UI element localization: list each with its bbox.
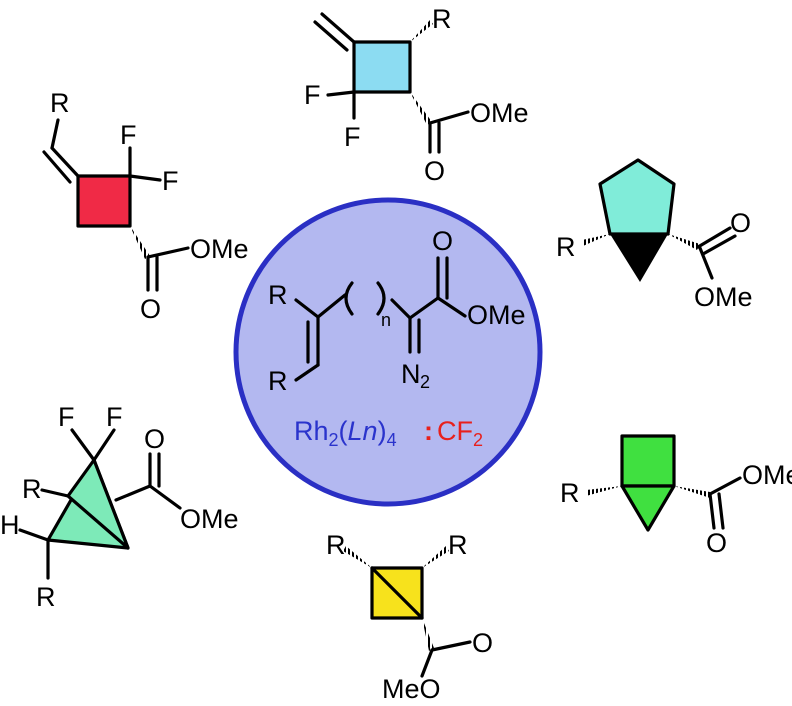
product-bicyclopentane-green: R OMe O: [560, 434, 792, 558]
rhodium-catalyst: Rh2(Ln)4: [294, 416, 397, 450]
top-left-carbonyl-oxygen: O: [140, 294, 161, 324]
carbonyl-oxygen: O: [432, 226, 453, 256]
top-ester-methoxy: OMe: [470, 98, 529, 128]
left-lower-carbonyl-oxygen: O: [144, 424, 165, 454]
left-lower-r-1: R: [22, 474, 42, 504]
left-lower-hydrogen: H: [0, 510, 20, 540]
cyclobutane-ring-green: [620, 434, 676, 488]
product-alkylidene-difluorocyclobutane: R F F OMe O: [42, 88, 249, 324]
central-reagent-circle: R R n O OMe N 2 Rh2(Ln)4 :CF2: [233, 197, 543, 507]
right-upper-r: R: [556, 232, 576, 262]
top-fluorine-2: F: [344, 122, 361, 152]
product-bicyclohexane: R O OMe: [556, 158, 753, 312]
right-lower-ester-methoxy: OMe: [742, 460, 792, 490]
right-lower-r: R: [560, 478, 580, 508]
reagent-circle: [233, 197, 543, 507]
product-bicyclobutane-yellow: R R O MeO: [326, 530, 493, 704]
top-r: R: [432, 4, 452, 34]
left-lower-fluorine-1: F: [58, 402, 75, 432]
chain-length-n: n: [381, 310, 391, 330]
top-left-ester-methoxy: OMe: [190, 234, 249, 264]
bicyclobutane-wing-2: [66, 458, 130, 550]
cyclobutane-ring: [352, 40, 412, 94]
top-left-fluorine-2: F: [162, 166, 179, 196]
substituent-r-bottom: R: [268, 366, 288, 396]
top-left-r: R: [50, 88, 70, 118]
difluorocarbene: :CF2: [424, 416, 483, 450]
bottom-r-1: R: [326, 530, 346, 560]
bottom-ester-methoxy: MeO: [382, 674, 441, 704]
right-upper-carbonyl-oxygen: O: [730, 208, 751, 238]
top-carbonyl-oxygen: O: [424, 156, 445, 186]
top-fluorine-1: F: [304, 80, 321, 110]
right-upper-ester-methoxy: OMe: [694, 282, 753, 312]
cyclopropane-green: [620, 484, 676, 532]
diazo-nitrogen: N: [401, 359, 421, 389]
left-lower-fluorine-2: F: [106, 402, 123, 432]
cyclobutane-ring-red: [76, 174, 132, 228]
left-lower-ester-methoxy: OMe: [180, 504, 239, 534]
product-difluoromethylenecyclobutane: R F F OMe O: [304, 4, 529, 186]
bottom-r-2: R: [448, 530, 468, 560]
bottom-carbonyl-oxygen: O: [472, 628, 493, 658]
product-difluoro-bicyclobutane: F F R H R O OMe: [0, 402, 239, 612]
diazo-substrate-structure: R R n O OMe N 2: [268, 226, 526, 396]
cyclopentane-ring: [598, 158, 676, 236]
diazo-subscript: 2: [420, 372, 430, 392]
substituent-r-top: R: [268, 280, 288, 310]
top-left-fluorine-1: F: [120, 120, 137, 150]
left-lower-r-2: R: [36, 582, 56, 612]
right-lower-carbonyl-oxygen: O: [706, 528, 727, 558]
ester-methoxy: OMe: [467, 300, 526, 330]
